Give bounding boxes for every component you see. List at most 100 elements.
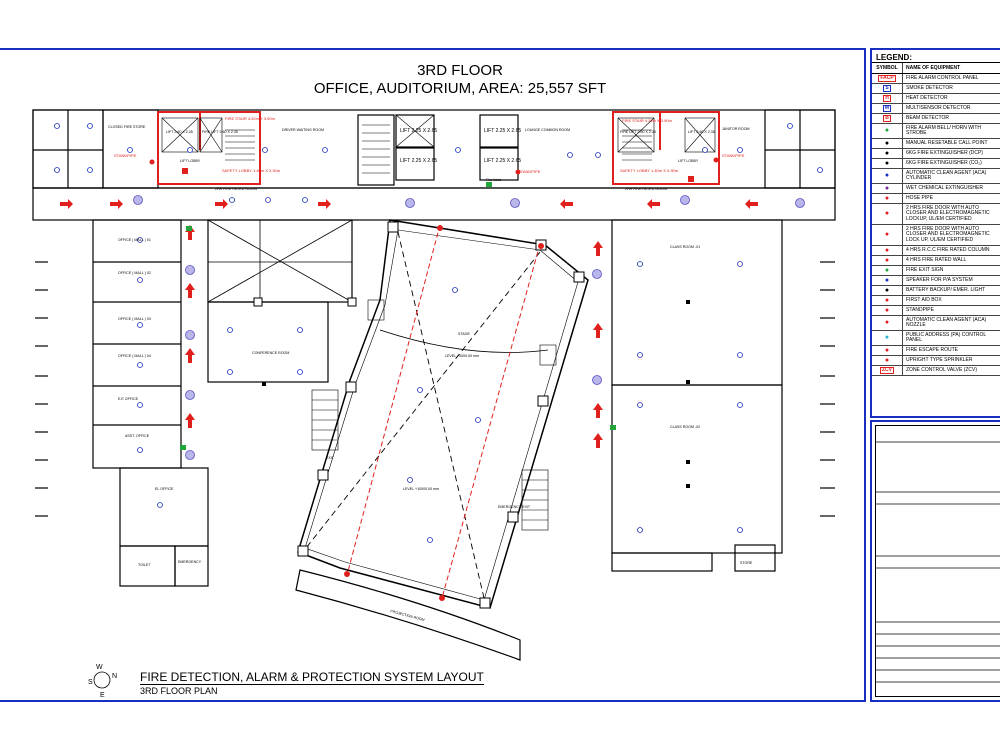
legend-symbol-glyph: ● xyxy=(884,149,890,157)
drawing-title: FIRE DETECTION, ALARM & PROTECTION SYSTE… xyxy=(140,670,484,685)
legend-symbol-glyph: ● xyxy=(884,194,890,202)
legend-item-name: UPRIGHT TYPE SPRINKLER xyxy=(906,356,973,363)
legend-row: ●WET CHEMICAL EXTINGUISHER xyxy=(872,184,1000,194)
room-label: FIRE LIFT 2.60 X 2.35 xyxy=(620,130,656,134)
legend-item-name: HOSE PIPE xyxy=(906,194,933,201)
speaker-icon xyxy=(510,198,520,208)
room-label: CLASS ROOM -02 xyxy=(670,425,700,429)
alarm-bell-icon xyxy=(186,226,192,231)
legend-item-name: MANUAL RESETABLE CALL POINT xyxy=(906,139,988,146)
room-label: CONFERENCE ROOM xyxy=(252,351,289,355)
escape-route-icon xyxy=(215,199,228,209)
emergency-light-icon xyxy=(686,380,690,384)
room-label: STAGE xyxy=(458,332,471,336)
legend-row: ● MANUAL RESETABLE CALL POINT xyxy=(872,139,1000,149)
legend-item-name: FIRE EXIT SIGN xyxy=(906,266,944,273)
room-label: EMERGENCY EXIT xyxy=(498,505,531,509)
smoke-detector-icon xyxy=(137,322,143,328)
exit-sign-icon xyxy=(180,445,186,450)
smoke-detector-icon xyxy=(702,147,708,153)
smoke-detector-icon xyxy=(137,402,143,408)
speaker-icon xyxy=(795,198,805,208)
legend-item-name: STANDPIPE xyxy=(906,306,934,313)
legend-row: ●4 HRS R.C.C FIRE RATED COLUMN xyxy=(872,246,1000,256)
speaker-icon xyxy=(185,450,195,460)
legend-symbol-glyph: ● xyxy=(884,276,890,284)
room-label: LIFT 2.60 X 2.35 xyxy=(166,130,193,134)
legend-row: ●FIRE ALARM BELL/ HORN WITH STROBE xyxy=(872,124,1000,139)
emergency-light-icon xyxy=(262,382,266,386)
fire-stair-right xyxy=(612,111,720,185)
smoke-detector-icon xyxy=(127,147,133,153)
standpipe-icon xyxy=(149,159,155,165)
legend-item-name: 4 HRS FIRE RATED WALL xyxy=(906,256,967,263)
room-label: PROJECTION ROOM xyxy=(390,609,425,622)
smoke-detector-icon xyxy=(637,527,643,533)
center-stair xyxy=(357,114,395,186)
escape-route-icon xyxy=(593,323,603,338)
legend-symbol-glyph: ● xyxy=(884,306,890,314)
room-label: LEVEL +0000.00 mm xyxy=(445,354,479,358)
room-label: E.E OFFICE xyxy=(118,397,139,401)
legend-item-name: BEAM DETECTOR xyxy=(906,114,949,121)
legend-symbol-glyph: FACP xyxy=(878,74,896,83)
legend-title: LEGEND: xyxy=(872,50,1000,63)
legend-item-name: SMOKE DETECTOR xyxy=(906,84,953,91)
speaker-icon xyxy=(680,195,690,205)
smoke-detector-icon xyxy=(637,352,643,358)
legend-symbol-glyph: ● xyxy=(884,139,890,147)
escape-route-icon xyxy=(593,241,603,256)
room-label: EMERGENCY xyxy=(178,560,202,564)
legend-item-name: BATTERY BACKUP/ EMER. LIGHT xyxy=(906,286,986,293)
legend-item-name: 4 HRS R.C.C FIRE RATED COLUMN xyxy=(906,246,990,253)
hose-pipe-icon xyxy=(182,168,188,174)
smoke-detector-icon xyxy=(265,197,271,203)
room-label: EL OFFICE xyxy=(155,487,174,491)
standpipe-icon: ● xyxy=(872,306,903,315)
room-label: CLOSED FIRE STORE xyxy=(108,125,146,129)
room-label: OFFICE ( MALL ) 03 xyxy=(118,317,151,321)
legend-row: ●4 HRS FIRE RATED WALL xyxy=(872,256,1000,266)
sprinkler-icon xyxy=(439,595,445,601)
smoke-detector-icon xyxy=(187,147,193,153)
hose-pipe-icon: ● xyxy=(872,194,903,203)
exit-sign-icon: ● xyxy=(872,266,903,275)
legend-row: ●BATTERY BACKUP/ EMER. LIGHT xyxy=(872,286,1000,296)
legend-item-name: 6KG FIRE EXTINGUISHER (DCP) xyxy=(906,149,983,156)
escape-route-icon xyxy=(745,199,758,209)
lift-label: LIFT 2.25 X 2.65 xyxy=(484,158,521,164)
compass-e: E xyxy=(100,692,105,699)
smoke-detector-icon xyxy=(262,147,268,153)
legend-row: ●2 HRS FIRE DOOR WITH AUTO CLOSER AND EL… xyxy=(872,204,1000,225)
smoke-detector-icon xyxy=(54,167,60,173)
floor-plan: W N S E CLOSED FIRE STORE LIFT 2.60 X 2.… xyxy=(32,109,836,699)
room-label: CLASS ROOM -01 xyxy=(670,245,700,249)
sprinkler-line-left xyxy=(346,224,441,576)
smoke-detector-icon xyxy=(302,197,308,203)
speaker-icon xyxy=(592,269,602,279)
legend-symbol-glyph: ● xyxy=(884,296,890,304)
room-label: FIRE LIFT 2.60 X 2.35 xyxy=(202,130,238,134)
clean-agent-cylinder-icon: ● xyxy=(872,169,903,183)
room-label: OFFICE ( MALL ) 04 xyxy=(118,354,151,358)
room-label: LEVEL +10000.00 mm xyxy=(403,487,439,491)
alarm-bell-icon xyxy=(486,182,492,187)
room-label: OFFICE ( MALL ) 01 xyxy=(118,238,151,242)
smoke-detector-icon xyxy=(407,477,413,483)
legend-row: ●UPRIGHT TYPE SPRINKLER xyxy=(872,356,1000,366)
auditorium xyxy=(297,219,589,609)
first-aid-icon: ● xyxy=(872,296,903,305)
legend-item-name: AUTOMATIC CLEAN AGENT (ACA) CYLINDER xyxy=(906,169,987,181)
multisensor-detector-icon: M xyxy=(872,104,903,113)
call-point-icon: ● xyxy=(872,139,903,148)
legend-symbol-glyph: ● xyxy=(884,184,890,192)
speaker-icon xyxy=(133,195,143,205)
smoke-detector-icon xyxy=(227,327,233,333)
wet-chemical-extinguisher-icon: ● xyxy=(872,184,903,193)
sprinkler-icon xyxy=(437,225,443,231)
speaker-icon xyxy=(405,198,415,208)
legend-item-name: PUBLIC ADDRESS (PA) CONTROL PANEL xyxy=(906,331,987,343)
smoke-detector-icon xyxy=(737,147,743,153)
